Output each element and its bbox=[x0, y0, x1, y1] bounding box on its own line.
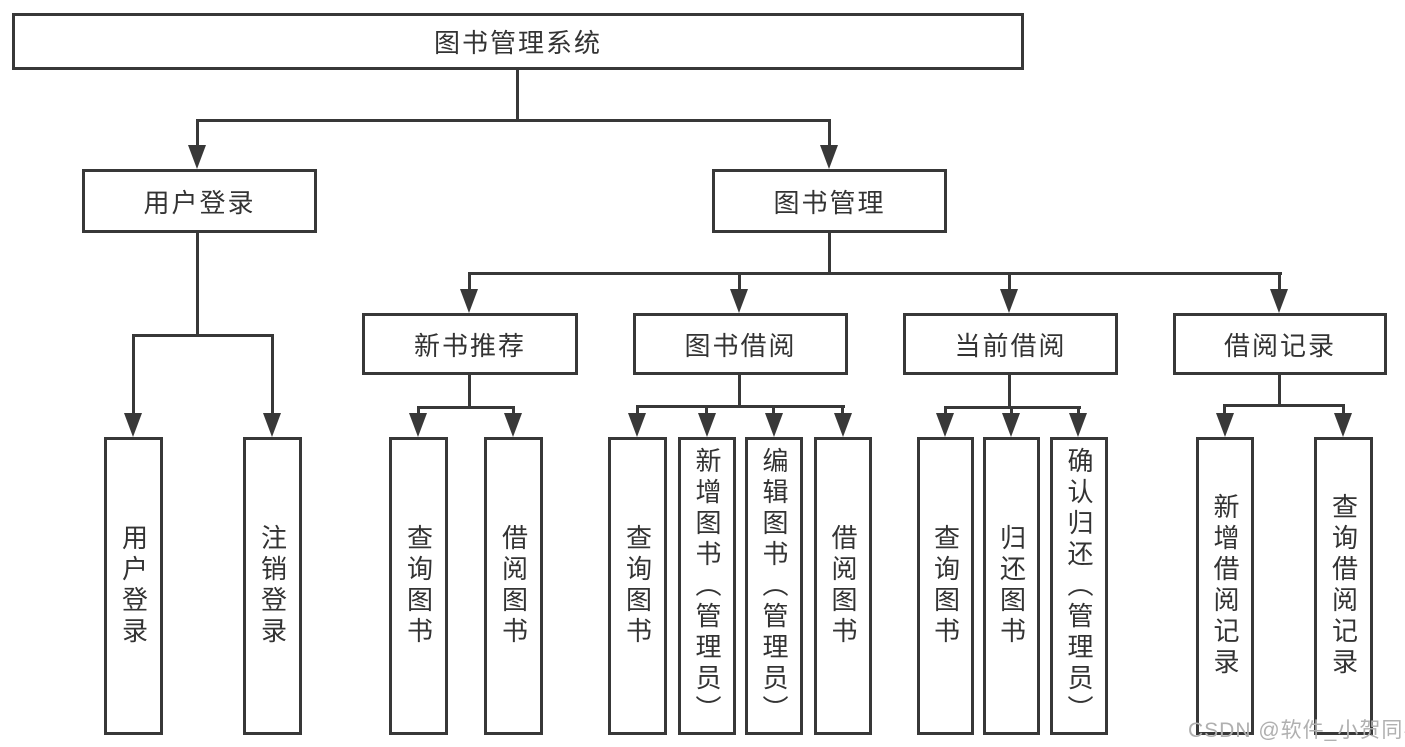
arrow-down-icon bbox=[765, 413, 783, 437]
connector-line bbox=[1342, 404, 1345, 416]
leaf-confirm-return-admin-label: 确认归还（管理员） bbox=[1064, 446, 1094, 726]
node-book-management: 图书管理 bbox=[712, 169, 947, 233]
leaf-return-book-label: 归还图书 bbox=[996, 524, 1027, 648]
connector-line bbox=[738, 375, 741, 408]
arrow-down-icon bbox=[628, 413, 646, 437]
connector-line bbox=[196, 119, 199, 149]
leaf-query-book-current-label: 查询图书 bbox=[930, 524, 961, 648]
leaf-query-book-borrow-label: 查询图书 bbox=[622, 524, 653, 648]
connector-line bbox=[828, 119, 831, 149]
connector-line bbox=[772, 405, 775, 416]
leaf-logout-label: 注销登录 bbox=[257, 524, 288, 648]
node-user-login: 用户登录 bbox=[82, 169, 317, 233]
arrow-down-icon bbox=[1334, 413, 1352, 437]
arrow-down-icon bbox=[1000, 289, 1018, 313]
leaf-confirm-return-admin: 确认归还（管理员） bbox=[1050, 437, 1108, 735]
connector-line bbox=[417, 406, 420, 416]
connector-line bbox=[636, 405, 845, 408]
connector-line bbox=[1077, 406, 1080, 416]
leaf-query-book-current: 查询图书 bbox=[917, 437, 974, 735]
node-borrow-records: 借阅记录 bbox=[1173, 313, 1387, 375]
node-root-label: 图书管理系统 bbox=[433, 28, 602, 58]
watermark: CSDN @软件_小贺同学 bbox=[1188, 714, 1405, 744]
node-current-borrow-label: 当前借阅 bbox=[954, 330, 1067, 361]
connector-line bbox=[738, 272, 741, 292]
connector-line bbox=[828, 233, 831, 274]
leaf-add-borrow-record: 新增借阅记录 bbox=[1196, 437, 1254, 735]
connector-line bbox=[1223, 404, 1345, 407]
connector-line bbox=[1278, 272, 1281, 292]
arrow-down-icon bbox=[409, 413, 427, 437]
leaf-borrow-book-label: 借阅图书 bbox=[828, 524, 858, 648]
node-book-borrow-label: 图书借阅 bbox=[684, 330, 797, 361]
connector-line bbox=[512, 406, 515, 416]
connector-line bbox=[417, 406, 515, 409]
connector-line bbox=[271, 334, 274, 415]
watermark-text: CSDN @软件_小贺同学 bbox=[1188, 719, 1405, 742]
arrow-down-icon bbox=[820, 145, 838, 169]
node-borrow-records-label: 借阅记录 bbox=[1223, 330, 1336, 361]
leaf-borrow-book-recommend: 借阅图书 bbox=[484, 437, 543, 735]
arrow-down-icon bbox=[1270, 289, 1288, 313]
connector-line bbox=[841, 405, 844, 416]
connector-line bbox=[516, 70, 519, 121]
connector-line bbox=[1223, 404, 1226, 416]
leaf-edit-book-admin-label: 编辑图书（管理员） bbox=[759, 446, 789, 726]
connector-line bbox=[468, 272, 1282, 275]
node-user-login-label: 用户登录 bbox=[143, 187, 256, 218]
leaf-add-book-admin-label: 新增图书（管理员） bbox=[692, 446, 722, 726]
connector-line bbox=[1278, 375, 1281, 406]
arrow-down-icon bbox=[698, 413, 716, 437]
node-book-management-label: 图书管理 bbox=[773, 187, 886, 218]
node-new-book-recommend: 新书推荐 bbox=[362, 313, 578, 375]
node-new-book-recommend-label: 新书推荐 bbox=[413, 330, 526, 361]
arrow-down-icon bbox=[1002, 413, 1020, 437]
leaf-query-borrow-record: 查询借阅记录 bbox=[1314, 437, 1373, 735]
leaf-borrow-book: 借阅图书 bbox=[814, 437, 872, 735]
leaf-query-book-borrow: 查询图书 bbox=[608, 437, 667, 735]
connector-line bbox=[468, 375, 471, 408]
arrow-down-icon bbox=[263, 413, 281, 437]
arrow-down-icon bbox=[834, 413, 852, 437]
connector-line bbox=[196, 119, 831, 122]
arrow-down-icon bbox=[1069, 413, 1087, 437]
leaf-logout: 注销登录 bbox=[243, 437, 302, 735]
connector-line bbox=[132, 334, 135, 415]
leaf-query-book-recommend-label: 查询图书 bbox=[403, 524, 434, 648]
connector-line bbox=[944, 406, 947, 416]
arrow-down-icon bbox=[1216, 413, 1234, 437]
leaf-return-book: 归还图书 bbox=[983, 437, 1040, 735]
connector-line bbox=[705, 405, 708, 416]
connector-line bbox=[196, 233, 199, 337]
leaf-user-login: 用户登录 bbox=[104, 437, 163, 735]
leaf-query-borrow-record-label: 查询借阅记录 bbox=[1328, 493, 1359, 679]
leaf-query-book-recommend: 查询图书 bbox=[389, 437, 448, 735]
connector-line bbox=[1008, 375, 1011, 408]
connector-line bbox=[1010, 406, 1013, 416]
node-root: 图书管理系统 bbox=[12, 13, 1024, 70]
arrow-down-icon bbox=[460, 289, 478, 313]
node-current-borrow: 当前借阅 bbox=[903, 313, 1118, 375]
arrow-down-icon bbox=[188, 145, 206, 169]
connector-line bbox=[132, 334, 274, 337]
connector-line bbox=[468, 272, 471, 292]
arrow-down-icon bbox=[730, 289, 748, 313]
leaf-user-login-label: 用户登录 bbox=[118, 524, 149, 648]
node-book-borrow: 图书借阅 bbox=[633, 313, 848, 375]
connector-line bbox=[636, 405, 639, 416]
arrow-down-icon bbox=[504, 413, 522, 437]
leaf-borrow-book-recommend-label: 借阅图书 bbox=[498, 524, 529, 648]
connector-line bbox=[1008, 272, 1011, 292]
leaf-add-book-admin: 新增图书（管理员） bbox=[678, 437, 736, 735]
arrow-down-icon bbox=[124, 413, 142, 437]
arrow-down-icon bbox=[936, 413, 954, 437]
leaf-add-borrow-record-label: 新增借阅记录 bbox=[1210, 493, 1240, 679]
leaf-edit-book-admin: 编辑图书（管理员） bbox=[745, 437, 803, 735]
